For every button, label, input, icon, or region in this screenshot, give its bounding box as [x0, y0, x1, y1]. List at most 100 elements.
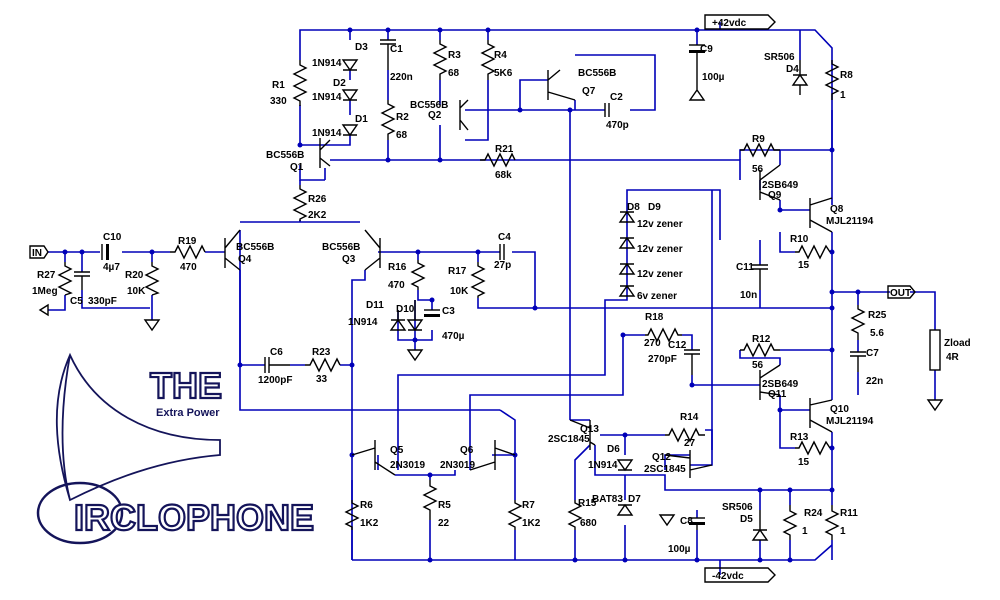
d3-value: 1N914: [312, 58, 342, 69]
r11-value: 1: [840, 526, 846, 537]
c3-value: 470µ: [442, 331, 465, 342]
wiring: [48, 22, 936, 575]
c8-ref: C8: [680, 516, 693, 527]
c7-ref: C7: [866, 348, 879, 359]
q11-ref: Q11: [768, 389, 787, 400]
q12-ref: Q12: [652, 452, 671, 463]
d3-ref: D3: [355, 42, 368, 53]
neg-rail-label: -42vdc: [712, 571, 744, 582]
r27-ref: R27: [37, 270, 56, 281]
q3-ref: Q3: [342, 254, 356, 265]
d6-ref: D6: [607, 444, 620, 455]
d11-ref: D11: [366, 300, 384, 311]
q6-ref: Q6: [460, 445, 474, 456]
c4-ref: C4: [498, 232, 511, 243]
d2-value: 1N914: [312, 92, 342, 103]
zload-value: 4R: [946, 352, 960, 363]
r1-value: 330: [270, 96, 287, 107]
r5-ref: R5: [438, 500, 451, 511]
q3-value: BC556B: [322, 242, 360, 253]
r21-value: 68k: [495, 170, 512, 181]
zload-ref: Zload: [944, 338, 971, 349]
q7-ref: Q7: [582, 86, 596, 97]
component-symbols: [29, 14, 944, 583]
c12-value: 270pF: [648, 354, 677, 365]
q2-ref: Q2: [428, 110, 442, 121]
c7-value: 22n: [866, 376, 883, 387]
r26-ref: R26: [308, 194, 327, 205]
q10-ref: Q10: [830, 404, 849, 415]
r18-value: 270: [644, 338, 661, 349]
c5-value: 330pF: [88, 296, 117, 307]
r21-ref: R21: [495, 144, 514, 155]
labels: +42vdc -42vdc IN OUT R1 330 D3 1N914 D2 …: [32, 18, 971, 582]
r19-ref: R19: [178, 236, 197, 247]
r8-value: 1: [840, 90, 846, 101]
logo-title: THE: [150, 365, 222, 406]
r13-value: 15: [798, 457, 810, 468]
c2-value: 470p: [606, 120, 629, 131]
c9-ref: C9: [700, 44, 713, 55]
r8-ref: R8: [840, 70, 853, 81]
zener2-value: 12v zener: [637, 244, 683, 255]
r11-ref: R11: [840, 508, 858, 519]
r14-ref: R14: [680, 412, 699, 423]
q8-value: MJL21194: [826, 216, 874, 227]
r14-value: 27: [684, 438, 696, 449]
c9-value: 100µ: [702, 72, 725, 83]
pos-rail-label: +42vdc: [712, 18, 747, 29]
d11-value: 1N914: [348, 317, 378, 328]
r6-value: 1K2: [360, 518, 379, 529]
r25-ref: R25: [868, 310, 887, 321]
q13-value: 2SC1845: [548, 434, 590, 445]
r6-ref: R6: [360, 500, 373, 511]
d8-ref: D8: [627, 202, 640, 213]
c2-ref: C2: [610, 92, 623, 103]
r9-value: 56: [752, 164, 764, 175]
logo-brand: IRCLOPHONE: [74, 497, 314, 538]
r27-value: 1Meg: [32, 286, 58, 297]
r2-value: 68: [396, 130, 408, 141]
d10-ref: D10: [396, 304, 415, 315]
zener1-value: 12v zener: [637, 219, 683, 230]
c6-ref: C6: [270, 347, 283, 358]
r12-value: 56: [752, 360, 764, 371]
logo-subtitle: Extra Power: [156, 407, 220, 419]
r9-ref: R9: [752, 134, 765, 145]
r18-ref: R18: [645, 312, 664, 323]
q4-value: BC556B: [236, 242, 274, 253]
q1-ref: Q1: [290, 162, 304, 173]
d6-value: 1N914: [588, 460, 618, 471]
q13-ref: Q13: [580, 424, 599, 435]
d4-value: SR506: [764, 52, 795, 63]
c11-ref: C11: [736, 262, 754, 273]
c6-value: 1200pF: [258, 375, 292, 386]
q11-value: 2SB649: [762, 379, 799, 390]
r3-value: 68: [448, 68, 460, 79]
r20-value: 10K: [127, 286, 146, 297]
c1-ref: C1: [390, 44, 403, 55]
r1-ref: R1: [272, 80, 285, 91]
r2-ref: R2: [396, 112, 409, 123]
r10-value: 15: [798, 260, 810, 271]
d4-ref: D4: [786, 64, 799, 75]
q12-value: 2SC1845: [644, 464, 686, 475]
r16-ref: R16: [388, 262, 407, 273]
zener4-value: 6v zener: [637, 291, 677, 302]
r25-value: 5.6: [870, 328, 884, 339]
q6-value: 2N3019: [440, 460, 475, 471]
r24-value: 1: [802, 526, 808, 537]
q10-value: MJL21194: [826, 416, 874, 427]
r16-value: 470: [388, 280, 405, 291]
c10-value: 4µ7: [103, 262, 120, 273]
r10-ref: R10: [790, 234, 809, 245]
q8-ref: Q8: [830, 204, 844, 215]
r17-ref: R17: [448, 266, 467, 277]
r12-ref: R12: [752, 334, 771, 345]
r17-value: 10K: [450, 286, 469, 297]
zener3-value: 12v zener: [637, 269, 683, 280]
c1-value: 220n: [390, 72, 413, 83]
r19-value: 470: [180, 262, 197, 273]
c8-value: 100µ: [668, 544, 691, 555]
